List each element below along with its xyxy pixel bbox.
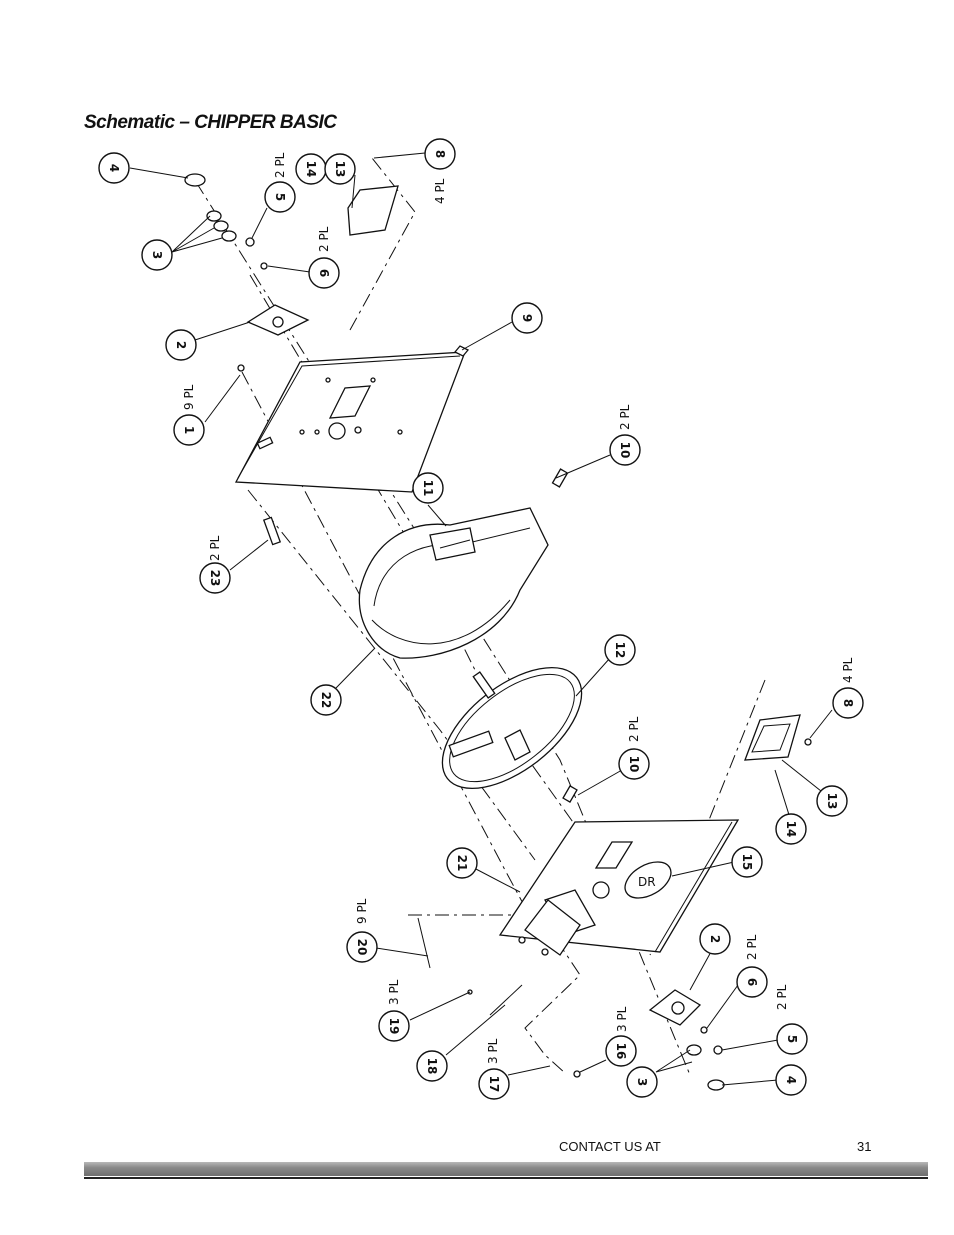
footer-contact: CONTACT US AT bbox=[559, 1139, 661, 1154]
rotor-disc bbox=[441, 666, 583, 790]
callout-20: 15 bbox=[731, 846, 763, 878]
footer-rule bbox=[84, 1177, 928, 1179]
callout-num: 4 bbox=[784, 1076, 798, 1084]
callout-qty: 3 PL bbox=[615, 1006, 629, 1032]
callout-23: 6 bbox=[736, 966, 768, 998]
callout-num: 18 bbox=[425, 1058, 439, 1075]
callout-qty: 2 PL bbox=[745, 934, 759, 960]
callout-num: 2 bbox=[708, 935, 722, 943]
callout-qty: 2 PL bbox=[273, 152, 287, 178]
hardware-parts bbox=[184, 173, 812, 1091]
callout-num: 14 bbox=[784, 821, 798, 838]
callout-3: 5 bbox=[264, 181, 296, 213]
callout-num: 6 bbox=[317, 269, 331, 277]
callout-qty: 2 PL bbox=[618, 404, 632, 430]
callout-1: 4 bbox=[98, 152, 130, 184]
callout-num: 17 bbox=[487, 1076, 501, 1093]
callout-num: 10 bbox=[618, 442, 632, 459]
callout-qty: 2 PL bbox=[208, 535, 222, 561]
callout-30: 19 bbox=[378, 1010, 410, 1042]
svg-text:DR: DR bbox=[638, 875, 656, 889]
callout-qty: 9 PL bbox=[182, 384, 196, 410]
callout-5: 14 bbox=[295, 153, 327, 185]
callout-4: 6 bbox=[308, 257, 340, 289]
callout-qty: 2 PL bbox=[317, 226, 331, 252]
callout-27: 16 bbox=[605, 1035, 637, 1067]
callout-17: 8 bbox=[832, 687, 864, 719]
top-side-plate bbox=[234, 345, 470, 493]
callout-18: 13 bbox=[816, 785, 848, 817]
callout-13: 23 bbox=[199, 562, 231, 594]
callout-26: 3 bbox=[626, 1066, 658, 1098]
callout-12: 11 bbox=[412, 472, 444, 504]
callout-21: 21 bbox=[446, 847, 478, 879]
callout-qty: 4 PL bbox=[433, 178, 447, 204]
callout-19: 14 bbox=[775, 813, 807, 845]
leader-lines bbox=[129, 152, 833, 1086]
callout-25: 4 bbox=[775, 1064, 807, 1096]
callout-qty: 3 PL bbox=[387, 979, 401, 1005]
callout-num: 15 bbox=[740, 854, 754, 871]
callout-num: 10 bbox=[627, 756, 641, 773]
callout-num: 5 bbox=[273, 193, 287, 201]
callout-num: 16 bbox=[614, 1043, 628, 1060]
callout-num: 19 bbox=[387, 1018, 401, 1035]
callout-qty: 9 PL bbox=[355, 898, 369, 924]
callout-10: 1 bbox=[173, 414, 205, 446]
blower-housing bbox=[358, 507, 549, 659]
callout-6: 13 bbox=[324, 153, 356, 185]
callout-16: 10 bbox=[618, 748, 650, 780]
page-number: 31 bbox=[857, 1139, 872, 1154]
page-title: Schematic – CHIPPER BASIC bbox=[84, 112, 337, 133]
callout-24: 5 bbox=[776, 1023, 808, 1055]
callout-num: 3 bbox=[635, 1078, 649, 1086]
callout-14: 22 bbox=[310, 684, 342, 716]
callout-num: 23 bbox=[208, 570, 222, 587]
callout-29: 18 bbox=[416, 1050, 448, 1082]
callout-num: 12 bbox=[613, 642, 627, 659]
callout-2: 3 bbox=[141, 239, 173, 271]
callout-num: 20 bbox=[355, 939, 369, 956]
callout-num: 3 bbox=[150, 251, 164, 259]
callout-num: 8 bbox=[433, 150, 447, 158]
callout-8: 2 bbox=[165, 329, 197, 361]
callout-22: 2 bbox=[699, 923, 731, 955]
callout-num: 14 bbox=[304, 161, 318, 178]
callout-num: 1 bbox=[182, 426, 196, 434]
callout-28: 17 bbox=[478, 1068, 510, 1100]
callout-qty: 3 PL bbox=[486, 1038, 500, 1064]
callout-num: 13 bbox=[825, 793, 839, 810]
callout-num: 21 bbox=[455, 855, 469, 872]
bottom-side-plate: DR bbox=[498, 819, 740, 956]
callout-num: 9 bbox=[520, 314, 534, 322]
callout-qty: 2 PL bbox=[775, 984, 789, 1010]
callout-qty: 4 PL bbox=[841, 657, 855, 683]
callout-num: 13 bbox=[333, 161, 347, 178]
callout-31: 20 bbox=[346, 931, 378, 963]
callout-7: 8 bbox=[424, 138, 456, 170]
footer-bar bbox=[84, 1162, 928, 1176]
callout-num: 5 bbox=[785, 1035, 799, 1043]
callout-11: 10 bbox=[609, 434, 641, 466]
callout-num: 11 bbox=[421, 480, 435, 497]
callout-num: 6 bbox=[745, 978, 759, 986]
callout-15: 12 bbox=[604, 634, 636, 666]
callout-num: 8 bbox=[841, 699, 855, 707]
callout-9: 9 bbox=[511, 302, 543, 334]
callout-num: 4 bbox=[107, 164, 121, 172]
callout-num: 22 bbox=[319, 692, 333, 709]
callout-num: 2 bbox=[174, 341, 188, 349]
callout-qty: 2 PL bbox=[627, 716, 641, 742]
